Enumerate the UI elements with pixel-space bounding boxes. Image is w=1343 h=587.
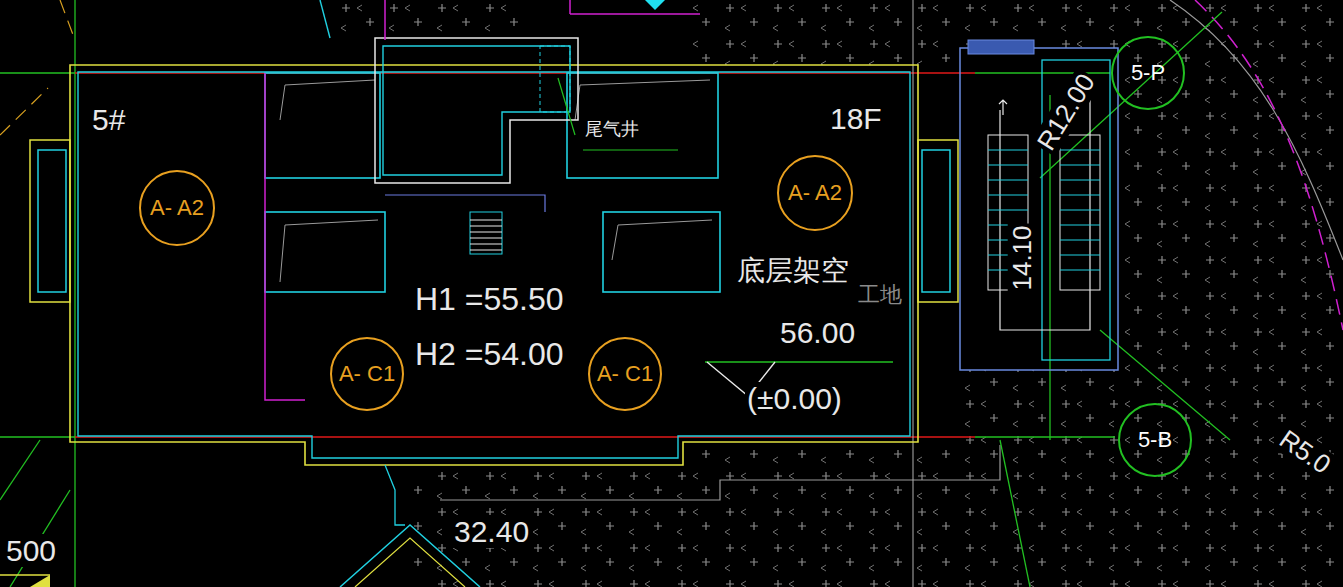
axis-circle: A- C1 bbox=[330, 337, 404, 411]
grid-label: A- A2 bbox=[150, 196, 204, 220]
dimension-value: 500 bbox=[4, 534, 58, 567]
storey-count: 18F bbox=[830, 102, 882, 135]
index-circle: 5-B bbox=[1118, 403, 1192, 477]
index-circle: 5-P bbox=[1111, 36, 1185, 110]
grid-label: A- A2 bbox=[788, 181, 842, 205]
height-note: H2 =54.00 bbox=[413, 337, 566, 372]
radius-dimension: R12.00 bbox=[1031, 67, 1102, 157]
grid-label: A- C1 bbox=[597, 362, 653, 386]
watermark: 工地 bbox=[856, 283, 904, 307]
length-dimension: 14.10 bbox=[1008, 223, 1037, 292]
axis-circle: A- C1 bbox=[588, 337, 662, 411]
elevation-value: 32.40 bbox=[452, 515, 531, 548]
grid-label: A- C1 bbox=[339, 362, 395, 386]
axis-circle: A- A2 bbox=[777, 155, 853, 231]
floor-note: 底层架空 bbox=[735, 256, 851, 287]
elevation-value: (±0.00) bbox=[745, 382, 844, 415]
height-note: H1 =55.50 bbox=[413, 282, 566, 317]
grid-label: 5-P bbox=[1131, 61, 1165, 85]
axis-circle: A- A2 bbox=[139, 170, 215, 246]
shaft-label: 尾气井 bbox=[583, 120, 641, 140]
elevation-value: 56.00 bbox=[778, 316, 857, 349]
grid-label: 5-B bbox=[1138, 428, 1172, 452]
building-number: 5# bbox=[92, 103, 125, 136]
